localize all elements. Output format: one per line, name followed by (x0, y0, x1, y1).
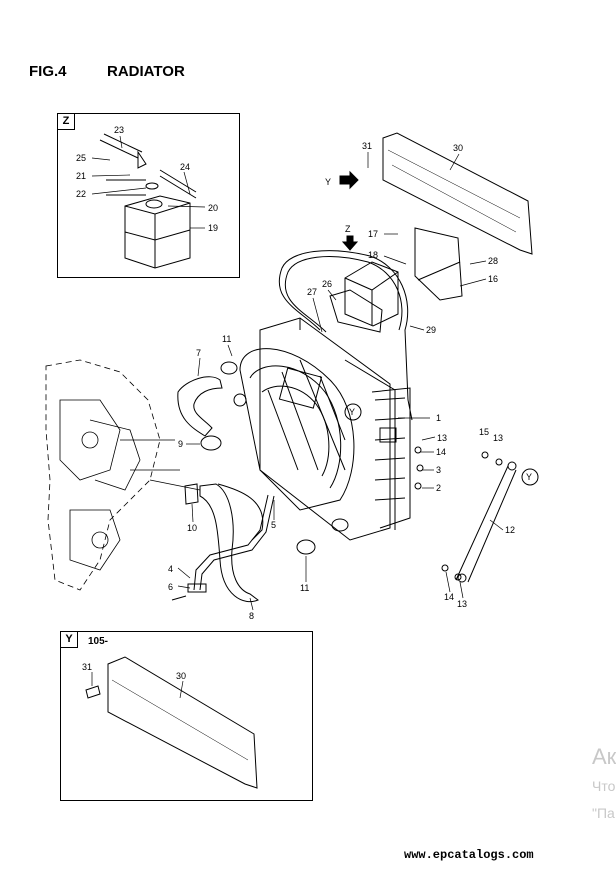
callout-13-c: 13 (457, 599, 467, 609)
callout-31-detail: 31 (82, 662, 92, 672)
stay-rod-12 (455, 465, 517, 583)
deflector-plate-30-detail (107, 656, 258, 789)
callout-30: 30 (453, 143, 463, 153)
fan-shroud (233, 348, 355, 511)
callout-26: 26 (322, 279, 332, 289)
overflow-hose (278, 250, 413, 421)
watermark-line-2: Что (592, 778, 616, 794)
callout-23: 23 (114, 125, 124, 135)
lower-hose-8 (199, 483, 259, 603)
callout-9: 9 (178, 439, 183, 449)
detail-z-tag: Z (57, 113, 75, 130)
figure-title: RADIATOR (107, 63, 185, 80)
callout-30-detail: 30 (176, 671, 186, 681)
detail-y-note: 105- (88, 636, 108, 647)
circled-y-1: Y (349, 407, 355, 417)
callout-14-a: 14 (436, 447, 446, 457)
callout-1: 1 (436, 413, 441, 423)
callout-10: 10 (187, 523, 197, 533)
callout-5: 5 (271, 520, 276, 530)
reservoir-tank-main (344, 261, 399, 327)
view-label-y: Y (325, 177, 331, 187)
upper-hose-7 (177, 376, 223, 437)
watermark-line-3: "Па (592, 805, 615, 821)
callout-13-a: 13 (437, 433, 447, 443)
callout-28: 28 (488, 256, 498, 266)
footer-url[interactable]: www.epcatalogs.com (404, 848, 534, 862)
view-label-z: Z (345, 224, 351, 234)
callout-15: 15 (479, 427, 489, 437)
callout-8: 8 (249, 611, 254, 621)
callout-16: 16 (488, 274, 498, 284)
callout-14-b: 14 (444, 592, 454, 602)
callout-4: 4 (168, 564, 173, 574)
watermark-line-1: Ак (592, 744, 616, 769)
callout-27: 27 (307, 287, 317, 297)
circled-y-2: Y (526, 472, 532, 482)
callout-21: 21 (76, 171, 86, 181)
callout-22: 22 (76, 189, 86, 199)
clamp-9 (200, 435, 222, 451)
clamp-11-lower (296, 539, 316, 555)
callout-25: 25 (76, 153, 86, 163)
callout-18: 18 (368, 250, 378, 260)
hose-joint-10 (184, 483, 199, 505)
callout-13-b: 13 (493, 433, 503, 443)
deflector-plate-30 (382, 132, 533, 255)
callout-6: 6 (168, 582, 173, 592)
callout-2: 2 (436, 483, 441, 493)
bracket-16 (414, 227, 463, 301)
engine-block-outline (45, 359, 201, 591)
clamp-11-upper (220, 361, 238, 375)
pipe-5 (193, 494, 269, 591)
callout-11-upper: 11 (222, 334, 231, 344)
detail-z-frame: Z (57, 113, 240, 278)
callout-17: 17 (368, 229, 378, 239)
callout-24: 24 (180, 162, 190, 172)
detail-y-frame: Y (60, 631, 313, 801)
callout-29: 29 (426, 325, 436, 335)
callout-31: 31 (362, 141, 372, 151)
figure-number: FIG.4 (29, 63, 67, 80)
reservoir-tank-drawing (99, 133, 197, 269)
callout-12: 12 (505, 525, 515, 535)
callout-3: 3 (436, 465, 441, 475)
callout-11-lower: 11 (300, 583, 309, 593)
callout-20: 20 (208, 203, 218, 213)
detail-y-tag: Y (60, 631, 78, 648)
callout-19: 19 (208, 223, 218, 233)
callout-7: 7 (196, 348, 201, 358)
